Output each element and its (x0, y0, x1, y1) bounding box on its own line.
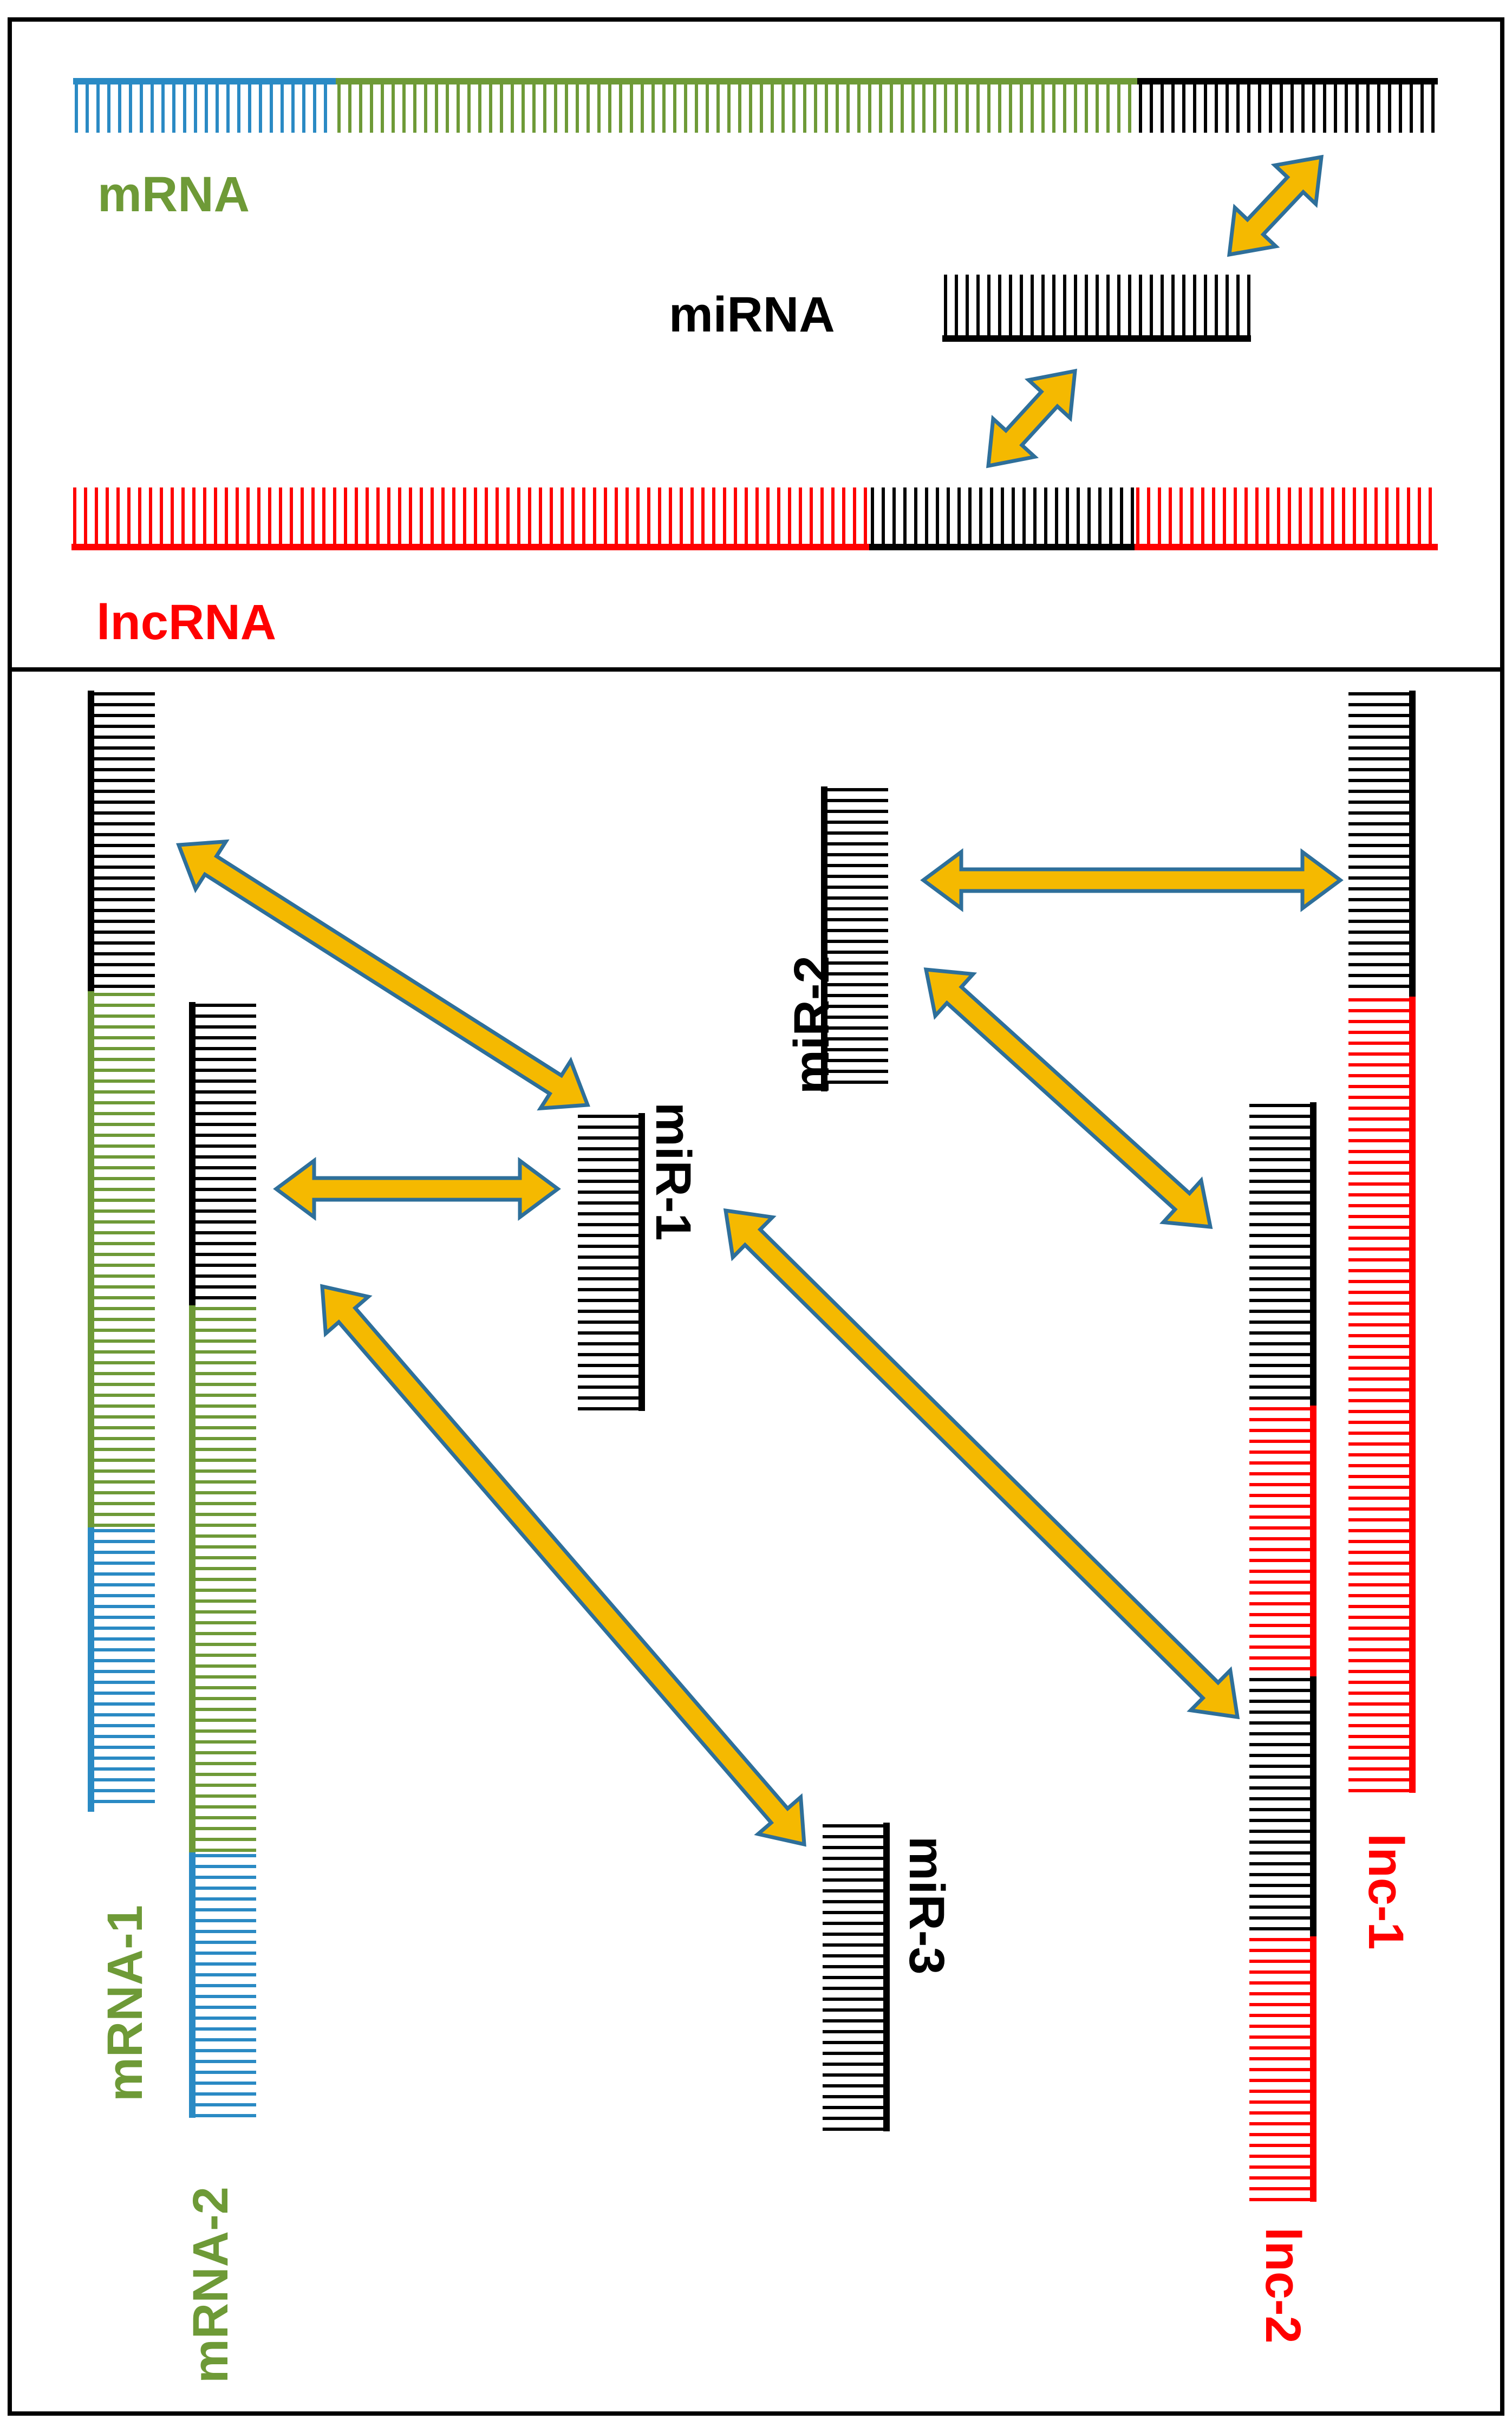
mirna-strand (942, 275, 1251, 342)
lnc-1-label: lnc-1 (1358, 1833, 1413, 1950)
lnc-2-label: lnc-2 (1255, 2227, 1311, 2344)
mir-1-label: miR-1 (646, 1102, 701, 1241)
double-headed-arrow-icon (273, 1157, 561, 1221)
mrna-strand (73, 78, 1438, 133)
double-headed-arrow-icon (986, 368, 1077, 469)
mrna-label: mRNA (97, 167, 250, 222)
lnc-1-strand (1348, 691, 1416, 1793)
top-panel-frame (8, 17, 1504, 672)
double-headed-arrow-icon (320, 1284, 806, 1847)
double-headed-arrow-icon (176, 839, 590, 1111)
mir-3-strand (823, 1823, 890, 2131)
mrna-1-strand (88, 691, 155, 1812)
lncrna-strand (71, 487, 1438, 550)
double-headed-arrow-icon (723, 1208, 1240, 1720)
double-headed-arrow-icon (1227, 154, 1324, 257)
mir-3-label: miR-3 (899, 1836, 954, 1975)
double-headed-arrow-icon (923, 967, 1213, 1229)
mrna-2-label: mRNA-2 (183, 2187, 238, 2383)
lnc-2-strand (1249, 1102, 1317, 2202)
mirna-label: miRNA (669, 287, 835, 342)
mir-2-strand (821, 786, 888, 1091)
mir-1-strand (578, 1113, 645, 1411)
double-headed-arrow-icon (920, 848, 1344, 912)
mrna-1-label: mRNA-1 (97, 1905, 153, 2102)
mrna-2-strand (189, 1002, 256, 2118)
lncrna-label: lncRNA (96, 595, 276, 650)
mir-2-label: miR-2 (784, 955, 839, 1094)
bottom-panel-frame (8, 667, 1504, 2416)
